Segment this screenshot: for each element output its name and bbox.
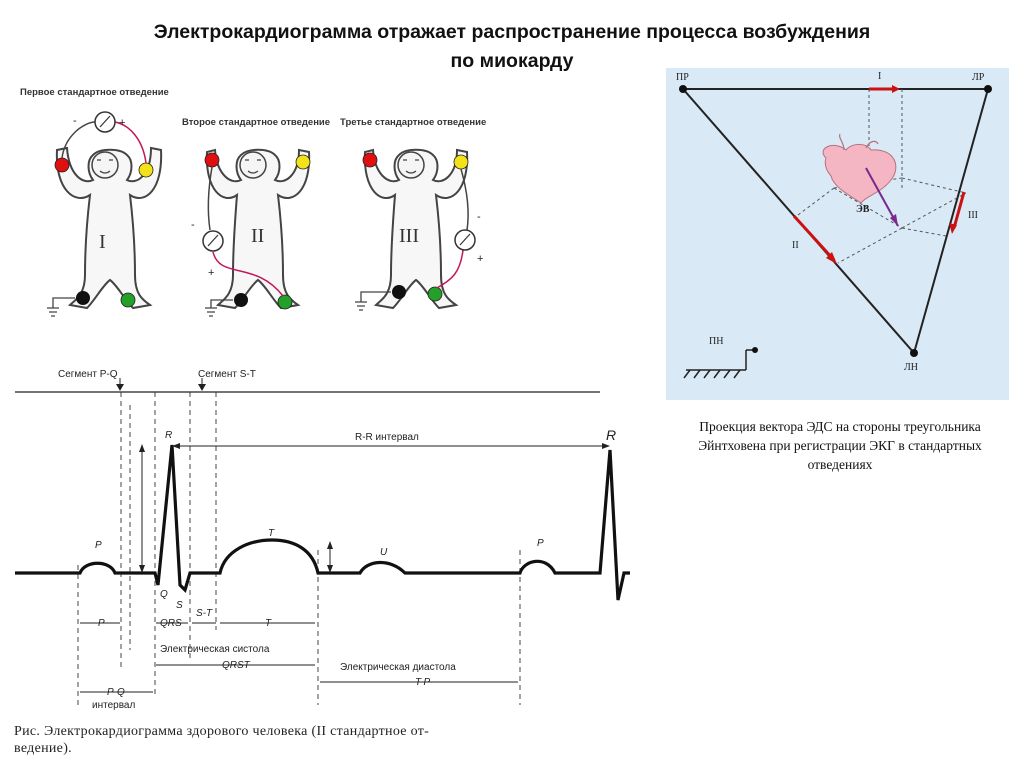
lead-1-label: Первое стандартное отведение xyxy=(20,87,169,98)
p-duration-label: P xyxy=(98,618,105,629)
rr-interval-label: R-R интервал xyxy=(355,432,419,443)
svg-text:+: + xyxy=(208,267,214,279)
ground-icon xyxy=(683,349,754,379)
st-duration-label: S-T xyxy=(196,608,213,619)
projection-lead-3-arrow xyxy=(952,191,966,229)
systole-label: Электрическая систола xyxy=(160,644,270,655)
label-ln: ЛН xyxy=(904,362,918,373)
title-line-2: по миокарду xyxy=(450,50,574,72)
ecg-waveform xyxy=(15,444,630,601)
red-electrode-icon xyxy=(54,157,70,173)
lead-3-label: Третье стандартное отведение xyxy=(340,117,486,128)
ecg-diagram: Сегмент P-Q Сегмент S-T R-R интервал R R… xyxy=(15,369,630,711)
svg-text:-: - xyxy=(191,219,195,231)
ground-icon xyxy=(47,297,75,317)
label-pn: ПН xyxy=(709,336,723,347)
lead-2-figure: Второе стандартное отведение - + II xyxy=(182,117,330,317)
p2-wave-label: P xyxy=(537,538,544,549)
lead-2-numeral: II xyxy=(251,225,264,247)
ecg-figure-caption: Рис. Электрокардиограмма здорового челов… xyxy=(14,724,430,739)
title-line-1: Электрокардиограмма отражает распростран… xyxy=(153,21,871,43)
u-wave-label: U xyxy=(380,547,388,558)
lead-2-label: Второе стандартное отведение xyxy=(182,117,330,128)
heart-icon xyxy=(822,133,897,204)
pq-label: P-Q xyxy=(107,687,125,698)
side-2-label: II xyxy=(792,240,799,251)
qrs-duration-label: QRS xyxy=(160,618,182,629)
lead-3-numeral: III xyxy=(399,225,419,247)
standard-leads-illustration: Первое стандартное отведение - + I Второ… xyxy=(20,87,486,317)
right-arm-node xyxy=(679,85,687,93)
t-duration-label: T xyxy=(265,618,272,629)
svg-text:-: - xyxy=(477,211,481,223)
side-3-label: III xyxy=(968,210,978,221)
lead-3-figure: Третье стандартное отведение - + III xyxy=(340,117,486,311)
lead-1-numeral: I xyxy=(99,231,106,253)
r2-peak-label: R xyxy=(606,427,616,443)
tp-label: T-P xyxy=(415,677,431,688)
s-wave-label: S xyxy=(176,600,183,611)
qrst-label: QRST xyxy=(222,660,251,671)
segment-pq-label: Сегмент P-Q xyxy=(58,369,118,380)
label-lr: ЛР xyxy=(972,72,985,83)
projection-lead-2-arrow xyxy=(792,214,836,262)
page-title: Электрокардиограмма отражает распростран… xyxy=(20,18,1004,76)
ecg-figure-caption-continued: ведение). xyxy=(14,741,72,756)
green-electrode-icon xyxy=(120,292,136,308)
side-1-label: I xyxy=(878,71,881,82)
einthoven-triangle-panel: ПР ЛР ЛН ЭВ I II II xyxy=(666,68,1009,400)
label-pr: ПР xyxy=(676,72,689,83)
ground-icon xyxy=(205,299,233,317)
r-peak-label: R xyxy=(165,430,172,441)
segment-st-label: Сегмент S-T xyxy=(198,369,256,380)
left-arm-node xyxy=(984,85,992,93)
triangle-caption: Проекция вектора ЭДС на стороны треуголь… xyxy=(698,419,982,472)
pq-interval-label: интервал xyxy=(92,700,135,711)
p-wave-label: P xyxy=(95,540,102,551)
label-ev: ЭВ xyxy=(856,204,870,215)
svg-text:+: + xyxy=(477,253,483,265)
einthoven-triangle-diagram: ПР ЛР ЛН ЭВ I II II xyxy=(676,71,992,379)
left-leg-node xyxy=(910,349,918,357)
lead-1-figure: Первое стандартное отведение - + I xyxy=(20,87,169,317)
ground-icon xyxy=(355,291,391,311)
yellow-electrode-icon xyxy=(138,162,154,178)
svg-text:+: + xyxy=(119,117,125,129)
svg-text:-: - xyxy=(73,115,77,127)
t-wave-label: T xyxy=(268,528,275,539)
q-wave-label: Q xyxy=(160,589,168,600)
black-electrode-icon xyxy=(76,291,90,305)
diastole-label: Электрическая диастола xyxy=(340,662,456,673)
